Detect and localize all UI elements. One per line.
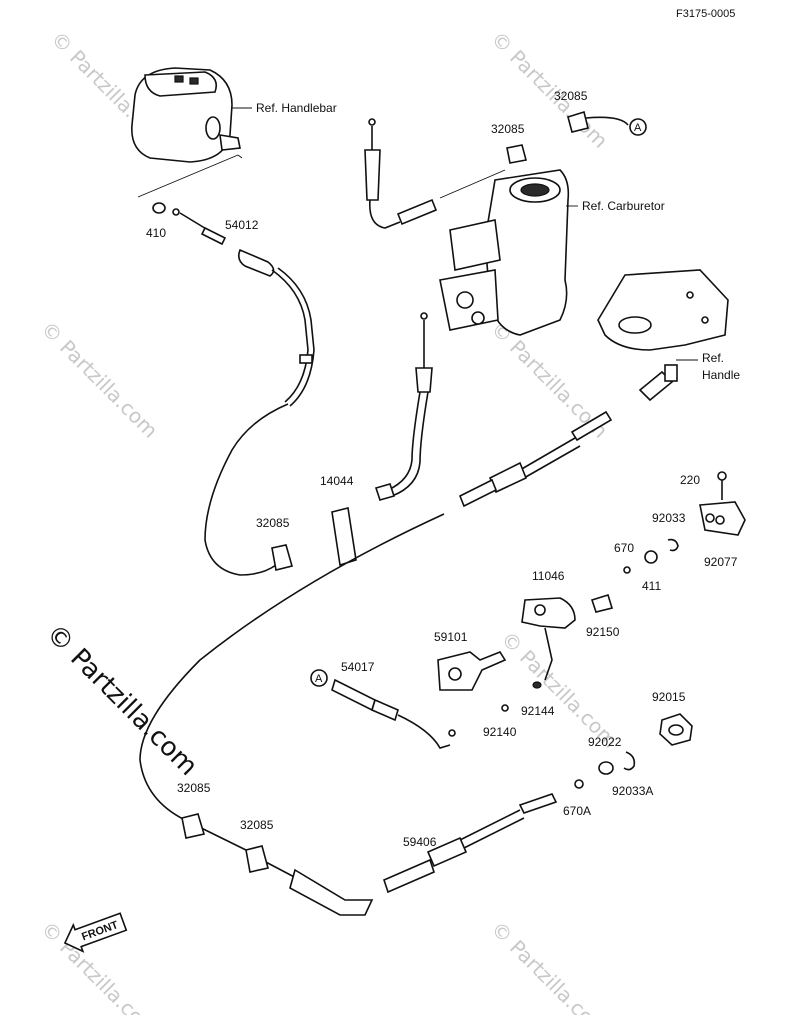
lever-11046-drawing [521, 593, 614, 681]
steering-cable-drawing [139, 410, 613, 916]
part-label-14044: 14044 [320, 474, 354, 488]
callout-a-label: A [634, 122, 642, 134]
part-label-92033: 92033 [652, 511, 686, 525]
clamp-32085-top-drawing [506, 110, 629, 164]
part-label-59406: 59406 [403, 835, 437, 849]
carburetor-drawing [439, 169, 578, 336]
part-label-670a: 670A [563, 804, 591, 818]
part-label-32085-bl1: 32085 [177, 781, 211, 795]
part-92077-drawing [623, 471, 746, 574]
part-label-92144: 92144 [521, 704, 555, 718]
cable-54012-drawing [152, 202, 315, 576]
watermark-text: © Partzilla.com [486, 917, 612, 1015]
part-label-11046: 11046 [532, 569, 565, 583]
hardware-group-drawing [574, 713, 693, 789]
part-label-59101: 59101 [434, 630, 468, 644]
part-label-410: 410 [146, 226, 166, 240]
clamp-32085-bl1-drawing [181, 813, 206, 839]
part-label-54012: 54012 [225, 218, 259, 232]
part-label-411: 411 [642, 579, 661, 593]
handlebar-housing-drawing [131, 67, 252, 198]
cable-54017-drawing: A [310, 669, 509, 749]
part-label-670: 670 [614, 541, 634, 555]
part-label-92140: 92140 [483, 725, 517, 739]
clamp-32085-bl2-drawing [245, 845, 269, 873]
handle-bracket-drawing [597, 269, 729, 402]
part-label-32085-top: 32085 [554, 89, 588, 103]
part-label-92150: 92150 [586, 625, 620, 639]
label-ref-handle-1: Ref. [702, 351, 724, 365]
part-label-92077: 92077 [704, 555, 738, 569]
part-label-220: 220 [680, 473, 700, 487]
part-label-92033a: 92033A [612, 784, 653, 798]
part-label-92022: 92022 [588, 735, 622, 749]
throttle-cable-top-drawing [364, 118, 506, 229]
label-ref-handle-2: Handle [702, 368, 740, 382]
cable-59406-drawing [383, 793, 558, 894]
cable-14044-drawing [331, 312, 433, 567]
callout-a-label: A [315, 673, 323, 685]
clamp-32085-left-drawing [271, 544, 293, 571]
part-label-32085-bl2: 32085 [240, 818, 274, 832]
part-label-32085-left: 32085 [256, 516, 290, 530]
watermark-large-text: © Partzilla.com [40, 619, 203, 782]
part-label-32085-mid: 32085 [491, 122, 525, 136]
part-label-92015: 92015 [652, 690, 686, 704]
figure-code: F3175-0005 [676, 8, 735, 20]
callout-a-top: A [629, 118, 647, 136]
part-59101-drawing [437, 651, 542, 691]
part-label-54017: 54017 [341, 660, 375, 674]
label-ref-carburetor: Ref. Carburetor [582, 199, 665, 213]
label-ref-handlebar: Ref. Handlebar [256, 101, 337, 115]
watermark-text: © Partzilla.com [36, 317, 162, 443]
